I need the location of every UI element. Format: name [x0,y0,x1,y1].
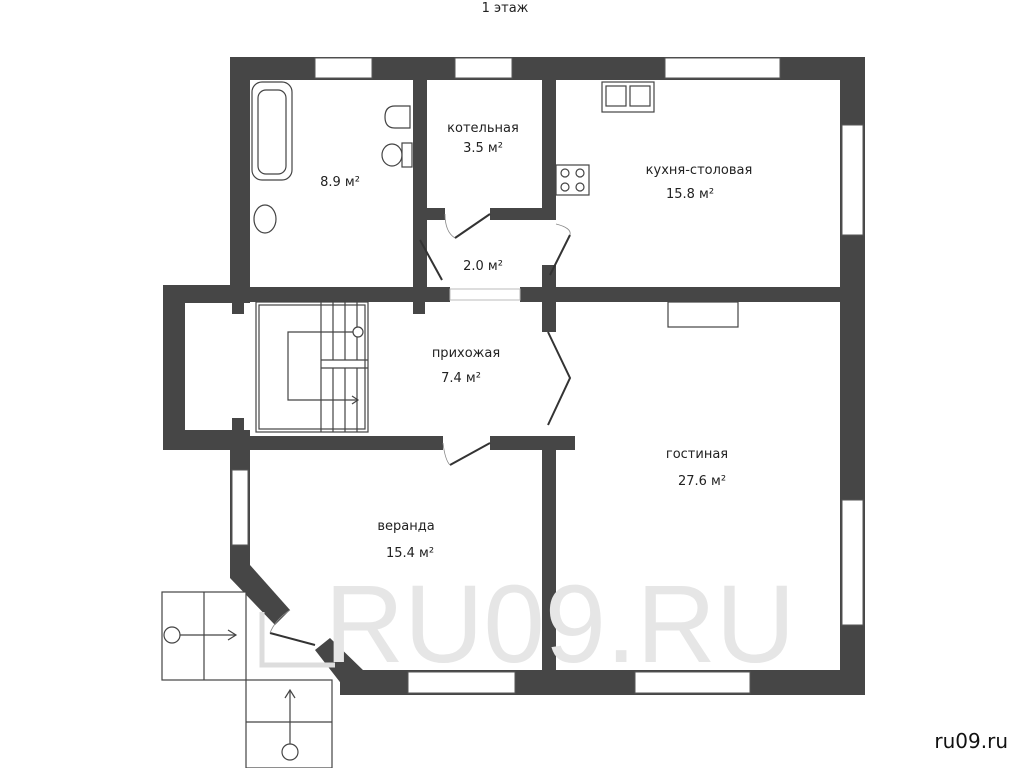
toilet-icon [381,143,403,167]
boiler-room-area: 3.5 м² [463,141,503,156]
veranda-name: веранда [377,519,434,534]
hallway-area: 7.4 м² [441,371,481,386]
kitchen-area: 15.8 м² [666,187,714,202]
bathroom-fixtures [251,81,413,234]
kitchen-fixtures [555,81,739,328]
windows [231,57,864,694]
corridor-area: 2.0 м² [463,259,503,274]
brand-logo: ru09.ru [934,729,1008,753]
watermark: RU09.RU [325,563,796,686]
bathroom-area: 8.9 м² [320,175,360,190]
living-room-area: 27.6 м² [678,474,726,489]
living-room-name: гостиная [666,447,728,462]
fireplace-icon [667,301,739,328]
staircase-icon [255,301,369,433]
room-labels: 8.9 м² котельная 3.5 м² кухня-столовая 1… [320,121,752,561]
kitchen-name: кухня-столовая [646,163,753,178]
boiler-room-name: котельная [447,121,519,136]
stove-icon [555,164,590,196]
hallway-name: прихожая [432,346,500,361]
sink-icon [253,204,277,234]
floor-title: 1 этаж [482,1,529,16]
bidet-icon [384,105,411,129]
doors [269,213,572,646]
veranda-area: 15.4 м² [386,546,434,561]
entrance-steps [161,591,335,768]
